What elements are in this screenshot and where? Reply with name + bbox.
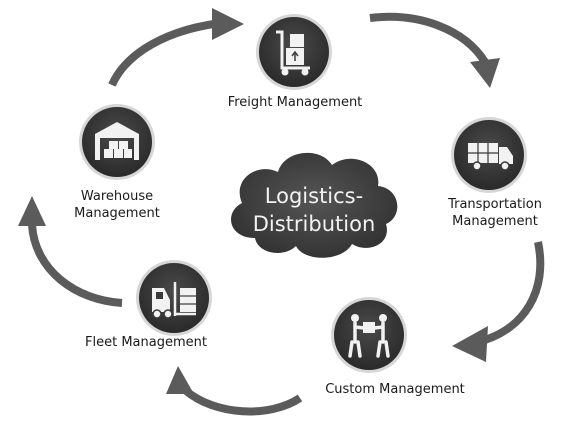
node-fleet [136,260,212,336]
arrow-head-transport [470,58,500,88]
node-custom [331,297,407,373]
node-warehouse [79,104,155,180]
label-warehouse: Warehouse Management [52,188,182,222]
label-fleet-line1: Fleet Management [85,335,207,350]
arrow-freight-to-transport [369,12,489,65]
arrow-head-custom [452,326,488,362]
label-transport-line1: Transportation [448,197,542,212]
label-transport: Transportation Management [430,196,560,230]
cloud-shape [231,152,398,258]
arrow-custom-to-fleet [182,386,303,416]
forklift-icon [152,282,196,319]
label-transport-line2: Management [452,214,538,229]
center-title-line1: Logistics- [265,184,363,208]
node-transport [451,117,527,193]
node-freight [256,14,332,90]
label-freight-line1: Freight Management [227,95,363,110]
label-custom-line1: Custom Management [325,382,465,397]
label-freight: Freight Management [205,94,385,111]
center-title-line2: Distribution [253,212,376,236]
label-fleet: Fleet Management [66,334,226,351]
arrow-transport-to-custom [476,241,545,346]
label-warehouse-line1: Warehouse [80,189,154,204]
label-warehouse-line2: Management [74,206,160,221]
hand-truck-box-icon [276,30,310,76]
warehouse-icon [95,122,139,160]
delivery-truck-icon [468,143,513,171]
people-exchanging-box-icon [348,314,390,358]
flow-arrows [18,8,545,416]
arrow-head-warehouse [18,196,46,226]
arrow-warehouse-to-freight [108,18,231,87]
label-custom: Custom Management [300,381,490,398]
arrow-fleet-to-warehouse [28,224,123,307]
arrow-head-freight [212,8,244,40]
arrow-head-fleet [166,366,194,394]
center-cloud: Logistics- Distribution [231,152,398,258]
